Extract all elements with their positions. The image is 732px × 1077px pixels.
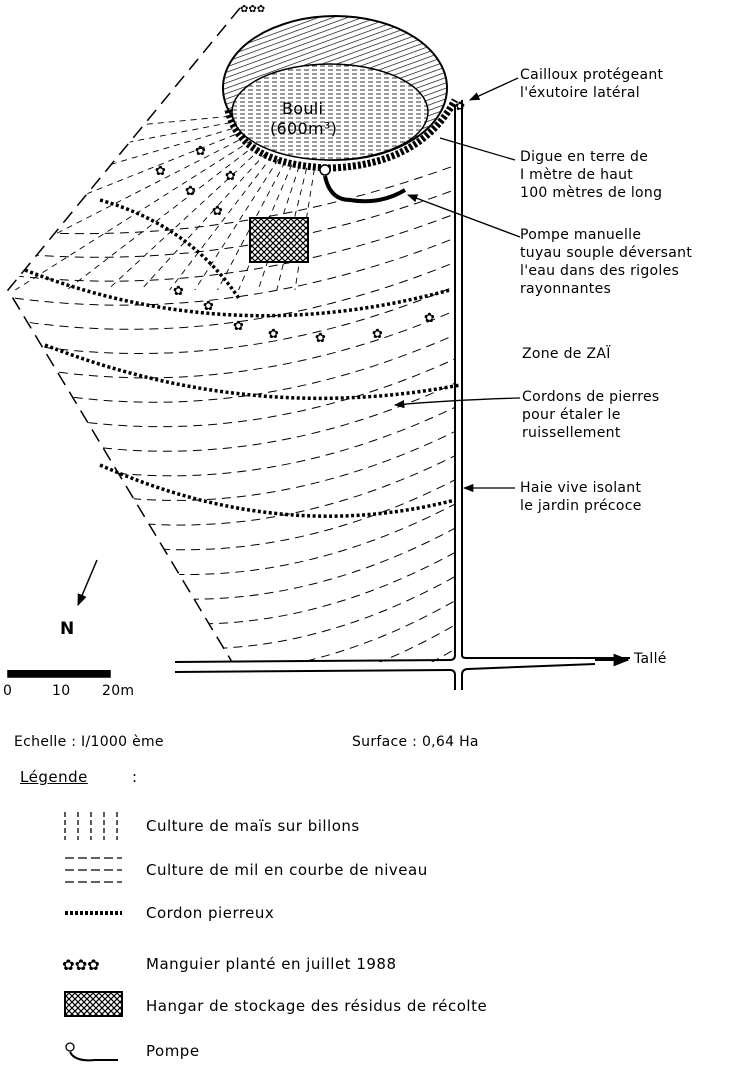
legend-colon: : xyxy=(132,768,138,786)
contour-line xyxy=(8,351,455,428)
annotation-stones: Cailloux protégeant l'éxutoire latéral xyxy=(520,66,663,102)
stone-cordons xyxy=(24,198,461,518)
legend-item-cordon: Cordon pierreux xyxy=(146,904,275,922)
contour-line xyxy=(8,519,455,600)
legend-item-hangar: Hangar de stockage des résidus de récolt… xyxy=(146,997,488,1015)
annotation-dike: Digue en terre de I mètre de haut 100 mè… xyxy=(520,148,662,202)
contour-line xyxy=(8,495,455,575)
annotation-line: tuyau souple déversant xyxy=(520,245,693,261)
contour-line xyxy=(8,423,455,501)
destination-label: Tallé xyxy=(634,651,667,667)
svg-text:✿: ✿ xyxy=(195,144,206,159)
annotation-line: Digue en terre de xyxy=(520,149,649,165)
contour-line xyxy=(8,279,455,354)
contour-line xyxy=(8,375,455,452)
pump-hose xyxy=(323,175,407,204)
contour-line xyxy=(8,399,455,477)
svg-text:✿: ✿ xyxy=(424,311,435,326)
mango-trees: ✿ ✿ ✿ ✿ ✿ ✿ ✿ ✿ ✿ ✿ ✿ ✿ xyxy=(155,144,435,346)
pond-name: Bouli xyxy=(282,99,324,118)
mango-icon: ✿✿✿ xyxy=(240,4,265,15)
legend-item-mango: Manguier planté en juillet 1988 xyxy=(146,955,397,973)
north-label: N xyxy=(60,619,75,639)
contour-line xyxy=(8,447,455,526)
surface-text: Surface : 0,64 Ha xyxy=(352,734,479,750)
legend-item-millet: Culture de mil en courbe de niveau xyxy=(146,861,428,879)
contour-line xyxy=(8,183,455,258)
field-boundary xyxy=(7,7,241,663)
legend-symbols xyxy=(64,812,123,1062)
contour-line xyxy=(8,231,455,306)
scale-bar xyxy=(7,670,111,678)
annotation-line: l'éxutoire latéral xyxy=(520,85,640,101)
bouli-pond: ✿✿✿ ✿ xyxy=(222,4,465,204)
annotation-leaders xyxy=(393,77,521,493)
stones-icon: ✿ xyxy=(455,99,465,113)
ridge-line xyxy=(8,130,246,248)
svg-text:✿: ✿ xyxy=(225,169,236,184)
svg-text:✿: ✿ xyxy=(315,331,326,346)
contour-line xyxy=(8,303,455,379)
svg-text:✿: ✿ xyxy=(268,327,279,342)
svg-text:✿: ✿ xyxy=(155,164,166,179)
pond-volume: (600m³) xyxy=(270,119,338,138)
hedge-and-road xyxy=(174,100,630,690)
annotation-line: I mètre de haut xyxy=(520,167,634,183)
annotation-cordons: Cordons de pierres pour étaler le ruisse… xyxy=(522,388,660,442)
contour-line xyxy=(8,207,455,282)
contour-line xyxy=(8,471,455,551)
annotation-pump: Pompe manuelle tuyau souple déversant l'… xyxy=(520,226,692,298)
contour-line xyxy=(8,327,455,403)
annotation-line: Cordons de pierres xyxy=(522,389,660,405)
scale-text: Echelle : I/1000 ème xyxy=(14,734,164,750)
ridge-line xyxy=(192,166,300,290)
annotation-line: Pompe manuelle xyxy=(520,227,642,243)
pump-icon xyxy=(319,164,331,176)
annotation-line: l'eau dans des rigoles xyxy=(520,263,680,279)
ridge-line xyxy=(8,134,249,280)
storage-hangar xyxy=(249,217,309,263)
ridge-line xyxy=(8,139,253,290)
annotation-hedge: Haie vive isolant le jardin précoce xyxy=(520,479,642,515)
contour-line xyxy=(8,255,455,330)
ridge-line xyxy=(100,158,279,290)
annotation-line: Cailloux protégeant xyxy=(520,67,664,83)
legend-item-maize: Culture de maïs sur billons xyxy=(146,817,360,835)
svg-text:✿: ✿ xyxy=(212,204,223,219)
annotation-line: rayonnantes xyxy=(520,281,612,297)
svg-text:✿: ✿ xyxy=(372,327,383,342)
scale-tick-0: 0 xyxy=(3,683,13,699)
svg-text:✿: ✿ xyxy=(203,299,214,314)
legend-item-pump: Pompe xyxy=(146,1042,200,1060)
ridge-line xyxy=(46,152,267,290)
annotation-line: Haie vive isolant xyxy=(520,480,642,496)
contour-line xyxy=(8,159,455,235)
ridge-line xyxy=(129,161,286,290)
annotation-line: 100 mètres de long xyxy=(520,185,663,201)
contour-line xyxy=(8,543,455,625)
ridge-line xyxy=(8,114,241,146)
contour-line xyxy=(8,639,455,662)
zone-label: Zone de ZAÏ xyxy=(522,346,611,362)
annotation-line: ruissellement xyxy=(522,425,621,441)
annotation-line: pour étaler le xyxy=(522,407,621,423)
svg-text:✿: ✿ xyxy=(233,319,244,334)
svg-text:✿: ✿ xyxy=(173,284,184,299)
scale-tick-20: 20m xyxy=(102,683,135,699)
ridge-line xyxy=(8,144,257,290)
north-arrow-icon xyxy=(77,559,98,607)
ridge-line xyxy=(8,125,244,214)
scale-tick-10: 10 xyxy=(52,683,71,699)
ridge-line xyxy=(160,164,293,290)
legend-title: Légende xyxy=(20,768,88,786)
legend-mango-icon: ✿✿✿ xyxy=(62,956,100,974)
svg-text:✿: ✿ xyxy=(185,184,196,199)
annotation-line: le jardin précoce xyxy=(520,498,642,514)
